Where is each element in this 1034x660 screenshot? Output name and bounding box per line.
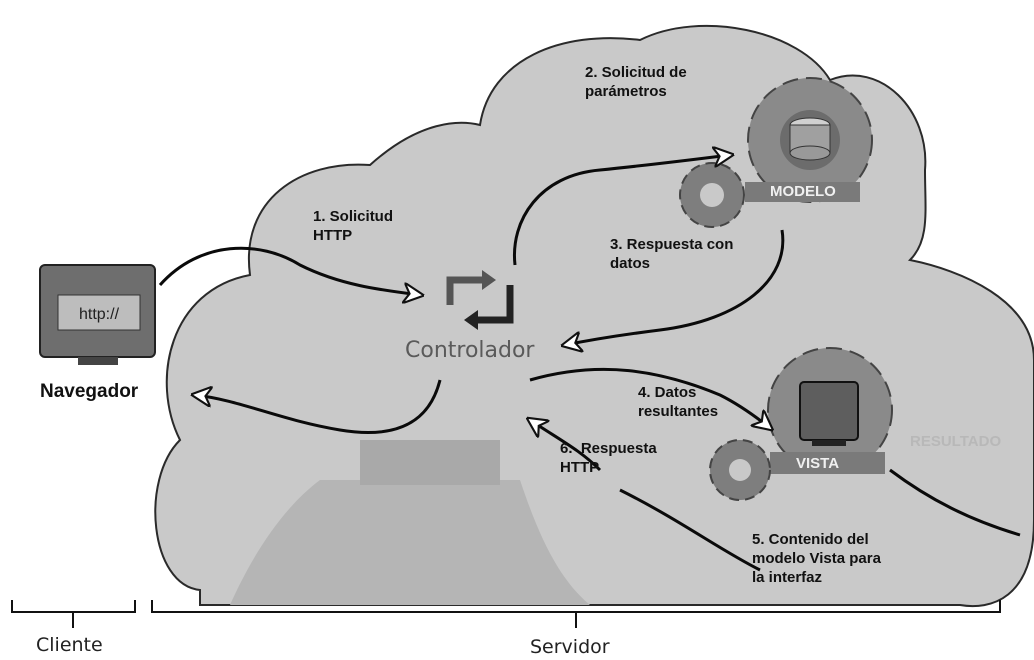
small-gear-icon (679, 162, 745, 228)
flow-arrow-controller-to-view (529, 367, 770, 428)
flow-line-content-to-view (619, 488, 761, 572)
cloud-shade (230, 480, 590, 605)
flow-line-result (889, 468, 1021, 537)
controller-refresh-icon (446, 270, 514, 330)
view-label: VISTA (796, 455, 840, 472)
controller-label: Controlador (405, 338, 535, 363)
client-label: Cliente (36, 634, 103, 656)
client-bracket (11, 600, 136, 628)
cloud-shade-block (360, 440, 500, 485)
browser-label: Navegador (40, 381, 139, 402)
browser-screen-text: http:// (79, 306, 120, 323)
flow-arrow-view-to-controller (530, 420, 602, 472)
flow-arrow-controller-to-model (512, 155, 730, 266)
server-label: Servidor (530, 636, 610, 658)
flow-arrow-model-to-controller (565, 229, 785, 345)
server-bracket (151, 600, 1001, 628)
view-gear-icon (767, 347, 893, 474)
flow-arrow-browser-to-controller (158, 246, 420, 295)
view-small-gear-icon (709, 439, 771, 501)
browser-icon: http:// (39, 264, 156, 365)
model-label: MODELO (770, 183, 836, 200)
result-label: RESULTADO (910, 433, 1002, 450)
flow-arrow-controller-to-browser (195, 379, 442, 435)
model-gear-icon (745, 77, 873, 203)
